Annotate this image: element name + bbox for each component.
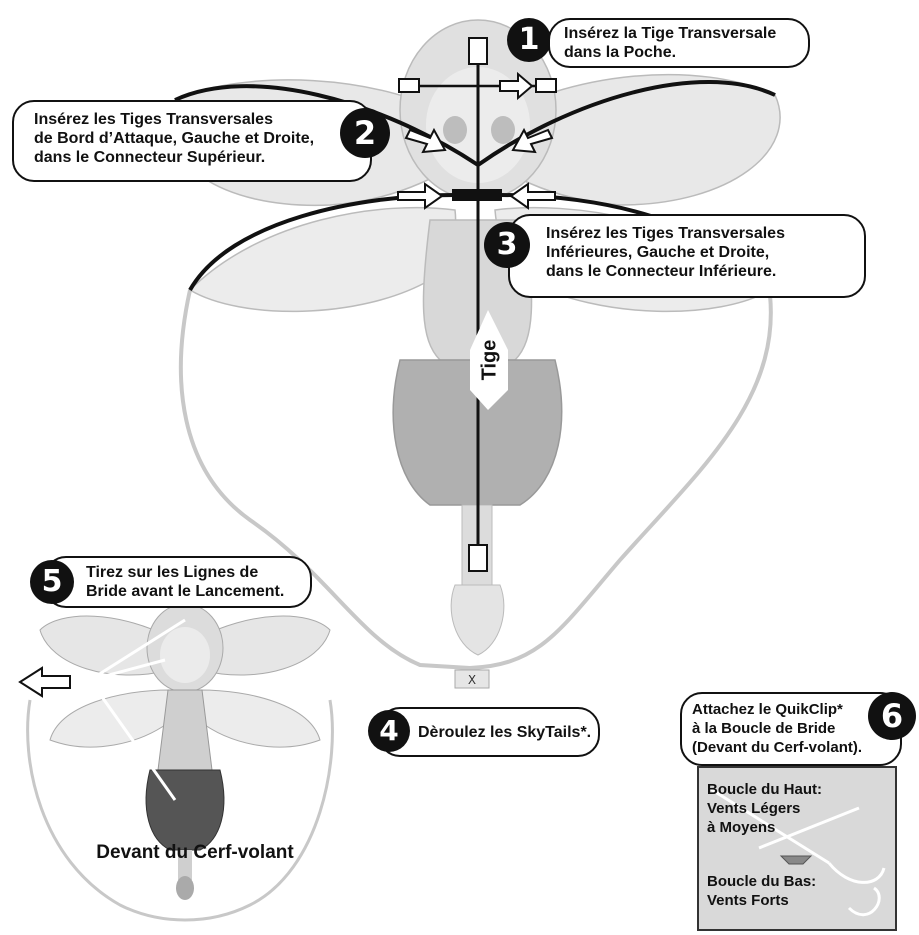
lower-connector xyxy=(452,189,502,201)
pocket-left xyxy=(398,78,420,93)
step-6-callout: Attachez le QuikClip* à la Boucle de Bri… xyxy=(680,692,902,766)
step-4-callout: Dèroulez les SkyTails*. xyxy=(378,707,600,757)
step-1-line-2: dans la Poche. xyxy=(564,44,677,61)
bridle-line-drawing xyxy=(708,786,886,917)
front-caption: Devant du Cerf-volant xyxy=(96,842,294,863)
tail-clip xyxy=(454,669,490,689)
arrow-right-icon-2 xyxy=(397,182,444,210)
arrow-down-left-icon xyxy=(511,127,554,154)
step-4-line-1: Dèroulez les SkyTails*. xyxy=(418,724,592,741)
spine-bottom-cap xyxy=(468,544,488,572)
kite-front-view xyxy=(26,603,334,922)
kite-outline-loop xyxy=(178,289,773,671)
step-5-number: 5 xyxy=(30,560,74,604)
step-5-line-1: Tirez sur les Lignes de xyxy=(86,564,259,581)
step-2-callout: Insérez les Tiges Transversales de Bord … xyxy=(12,100,372,182)
pocket-right xyxy=(535,78,557,93)
bottom-loop-label: Boucle du Bas: Vents Forts xyxy=(707,872,816,910)
step-3-line-2: Inférieures, Gauche et Droite, xyxy=(546,244,770,261)
bridle-loop-box: Boucle du Haut: Vents Légers à Moyens Bo… xyxy=(697,766,897,931)
arrow-down-right-icon xyxy=(404,127,447,154)
step-3-line-3: dans le Connecteur Inférieure. xyxy=(546,263,777,280)
step-6-line-1: Attachez le QuikClip* xyxy=(692,701,843,718)
step-1-callout: Insérez la Tige Transversale dans la Poc… xyxy=(548,18,810,68)
arrow-right-icon xyxy=(499,71,534,101)
spine-label: Tige xyxy=(470,330,510,390)
spine-label-text: Tige xyxy=(478,339,501,381)
step-6-line-3: (Devant du Cerf-volant). xyxy=(692,739,863,756)
step-6-number: 6 xyxy=(868,692,916,740)
pull-arrow-left-icon xyxy=(18,666,71,698)
step-3-callout: Insérez les Tiges Transversales Inférieu… xyxy=(508,214,866,298)
svg-text:X: X xyxy=(468,673,476,687)
bottom-loop-line-1: Boucle du Bas: xyxy=(707,873,817,890)
arrow-left-icon xyxy=(509,182,556,210)
step-2-line-2: de Bord d’Attaque, Gauche et Droite, xyxy=(34,130,315,147)
spine-label-tab xyxy=(470,310,508,410)
top-loop-line-3: à Moyens xyxy=(707,819,776,836)
bottom-loop-line-2: Vents Forts xyxy=(707,892,789,909)
top-loop-line-1: Boucle du Haut: xyxy=(707,781,822,798)
step-3-line-1: Insérez les Tiges Transversales xyxy=(546,225,785,242)
top-loop-label: Boucle du Haut: Vents Légers à Moyens xyxy=(707,780,822,837)
step-1-line-1: Insérez la Tige Transversale xyxy=(564,25,777,42)
step-5-line-2: Bride avant le Lancement. xyxy=(86,583,285,600)
spine-top-cap xyxy=(468,37,488,65)
step-3-number: 3 xyxy=(484,222,530,268)
step-2-number: 2 xyxy=(340,108,390,158)
step-1-number: 1 xyxy=(507,18,551,62)
top-loop-line-2: Vents Légers xyxy=(707,800,801,817)
step-6-line-2: à la Boucle de Bride xyxy=(692,720,836,737)
step-2-line-1: Insérez les Tiges Transversales xyxy=(34,111,273,128)
quikclip-icon xyxy=(779,855,813,865)
step-2-line-3: dans le Connecteur Supérieur. xyxy=(34,149,266,166)
step-4-number: 4 xyxy=(368,710,410,752)
step-5-callout: Tirez sur les Lignes de Bride avant le L… xyxy=(44,556,312,608)
leading-edge-spreaders xyxy=(174,80,776,168)
